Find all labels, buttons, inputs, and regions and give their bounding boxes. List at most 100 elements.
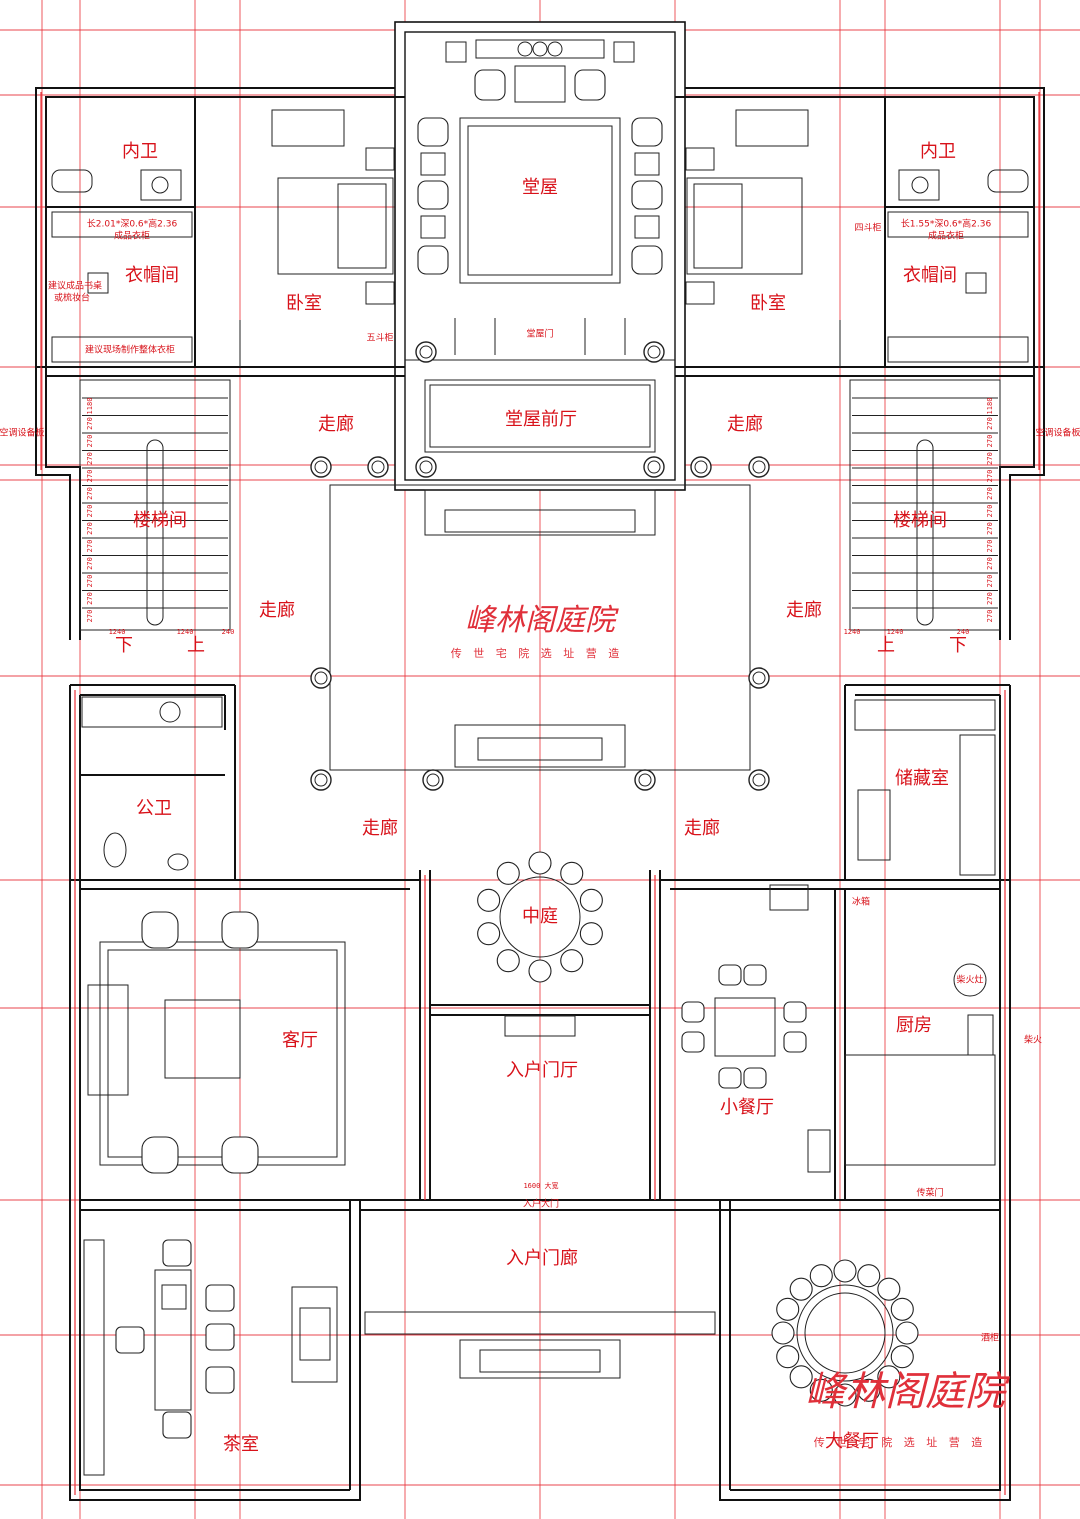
room-entry-hall: 入户门厅	[506, 1060, 578, 1081]
stair-step-dim-left: 270	[86, 470, 94, 483]
tea-stool	[162, 1239, 192, 1267]
stairs-left	[82, 397, 228, 626]
note-chest-left: 五斗柜	[366, 332, 393, 344]
stair-dim-right: 1240	[844, 628, 861, 636]
note-chest-right: 四斗柜	[854, 222, 881, 234]
stair-step-dim-right: 270	[986, 592, 994, 605]
watermark-subtitle-2: 传 世 宅 院 选 址 营 造	[814, 1435, 986, 1449]
chair	[681, 1031, 705, 1053]
stair-up-left: 上	[187, 635, 205, 656]
chair	[809, 1378, 833, 1402]
room-cloakroom-right: 衣帽间	[903, 265, 957, 286]
note-wardrobe-right-2: 成品衣柜	[928, 230, 964, 242]
stair-step-dim-left: 270	[86, 540, 94, 553]
stair-step-dim-right: 270	[986, 557, 994, 570]
column-inner	[419, 460, 433, 474]
column	[748, 456, 770, 478]
chair	[528, 851, 552, 875]
column-inner	[694, 460, 708, 474]
column	[415, 456, 437, 478]
stair-step-dim-right: 270	[986, 470, 994, 483]
note-desk-1: 建议成品书桌	[48, 280, 102, 292]
stair-step-dim-right: 270	[986, 435, 994, 448]
column-inner	[752, 671, 766, 685]
stair-step-dim-right: 1180	[986, 398, 994, 415]
room-inner-bath-right: 内卫	[920, 141, 956, 162]
room-stair-left: 楼梯间	[133, 510, 187, 531]
chair	[528, 959, 552, 983]
column-inner	[314, 773, 328, 787]
chair	[579, 922, 603, 946]
chair	[890, 1297, 914, 1321]
watermark-subtitle: 传 世 宅 院 选 址 营 造	[451, 646, 623, 660]
column-inner	[752, 773, 766, 787]
column	[415, 341, 437, 363]
room-entry-porch: 入户门廊	[506, 1248, 578, 1269]
note-entry-door: 入户大门	[523, 1198, 559, 1210]
room-corridor-ml: 走廊	[259, 600, 295, 621]
chair	[857, 1264, 881, 1288]
note-stove: 柴火灶	[956, 974, 983, 986]
room-bedroom-right: 卧室	[750, 293, 786, 314]
stair-step-dim-left: 270	[86, 487, 94, 500]
chair	[877, 1277, 901, 1301]
chair	[496, 949, 520, 973]
column-inner	[752, 460, 766, 474]
chair	[789, 1277, 813, 1301]
big-dining-round-table	[796, 1284, 894, 1382]
room-corridor-mr: 走廊	[786, 600, 822, 621]
room-small-dining: 小餐厅	[720, 1097, 774, 1118]
column	[643, 341, 665, 363]
chair	[833, 1383, 857, 1407]
stair-step-dim-right: 270	[986, 575, 994, 588]
column	[634, 769, 656, 791]
tea-stool	[115, 1326, 145, 1354]
armchair	[221, 911, 259, 949]
room-bedroom-left: 卧室	[286, 293, 322, 314]
note-firewood: 柴火	[1024, 1034, 1042, 1046]
stair-step-dim-right: 270	[986, 487, 994, 500]
room-stair-right: 楼梯间	[893, 510, 947, 531]
stair-step-dim-left: 270	[86, 592, 94, 605]
note-desk-2: 或梳妆台	[54, 292, 90, 304]
stair-up-right: 上	[877, 635, 895, 656]
watermark: 峰林阁庭院 传 世 宅 院 选 址 营 造 峰林阁庭院 传 世 宅 院 选 址 …	[451, 603, 1011, 1449]
stair-step-dim-left: 270	[86, 610, 94, 623]
column-inner	[647, 460, 661, 474]
courtyard-round-table	[499, 876, 581, 958]
room-living: 客厅	[282, 1030, 318, 1051]
stair-dim-right: 240	[957, 628, 970, 636]
note-serving-door: 传菜门	[916, 1187, 943, 1199]
chair	[560, 861, 584, 885]
tea-stool	[162, 1411, 192, 1439]
chair	[783, 1031, 807, 1053]
tea-stool	[205, 1284, 235, 1312]
stair-dim-left: 240	[222, 628, 235, 636]
note-wardrobe-left-2: 成品衣柜	[114, 230, 150, 242]
chair	[783, 1001, 807, 1023]
chair	[560, 949, 584, 973]
columns	[310, 341, 770, 791]
note-ac-right: 空调设备板	[1035, 427, 1080, 439]
room-tea: 茶室	[223, 1434, 259, 1455]
room-cloakroom-left: 衣帽间	[125, 265, 179, 286]
column	[748, 667, 770, 689]
column-inner	[314, 460, 328, 474]
bedroom-furniture	[51, 109, 1029, 363]
armchair	[221, 1136, 259, 1174]
room-main-hall: 堂屋	[522, 177, 558, 198]
wc-storage-fixtures	[81, 696, 996, 876]
stair-step-dim-left: 270	[86, 505, 94, 518]
chair	[579, 888, 603, 912]
column	[367, 456, 389, 478]
room-main-hall-front: 堂屋前厅	[505, 409, 577, 430]
stairs-right	[852, 397, 998, 626]
stair-step-dim-left: 1180	[86, 398, 94, 415]
column	[690, 456, 712, 478]
chair	[477, 922, 501, 946]
room-public-wc: 公卫	[136, 798, 172, 819]
chair	[681, 1001, 705, 1023]
column	[643, 456, 665, 478]
